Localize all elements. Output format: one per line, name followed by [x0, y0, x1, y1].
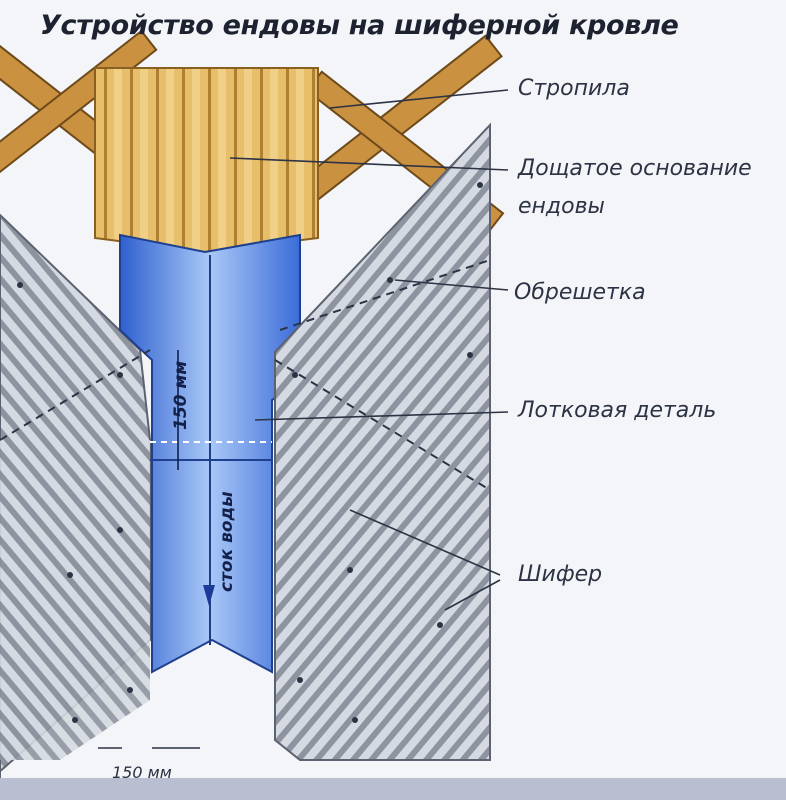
- dim-vertical-text: 150 мм: [171, 361, 191, 430]
- dimension-vertical: 150 мм: [171, 350, 191, 470]
- label-board-base-line1: Дощатое основание: [518, 156, 752, 181]
- flow-text: сток воды: [217, 491, 237, 592]
- leader-slate-2: [444, 579, 501, 611]
- leader-lines: [229, 89, 509, 611]
- rafter-left-b: [0, 29, 158, 175]
- leader-battens: [394, 279, 509, 291]
- water-flow: сток воды: [203, 491, 237, 606]
- leader-slate-1: [349, 509, 501, 576]
- batten-line-3: [279, 259, 491, 331]
- dimension-bottom: 150 мм: [98, 747, 200, 782]
- batten-lines: [0, 259, 491, 491]
- dim-bottom-text: 150 мм: [112, 763, 172, 782]
- flow-arrow-icon: [203, 585, 215, 606]
- leader-rafters: [329, 89, 509, 109]
- nail-dots: [17, 182, 483, 723]
- batten-line-1: [0, 349, 151, 441]
- leader-gutter: [254, 411, 509, 421]
- bottom-strip: [0, 778, 786, 800]
- label-board-base-line2: ендовы: [518, 194, 605, 219]
- leader-board-base: [229, 157, 509, 171]
- label-rafters: Стропила: [518, 76, 630, 101]
- label-gutter: Лотковая деталь: [518, 398, 717, 423]
- slate-left-lower: [0, 440, 150, 760]
- label-battens: Обрешетка: [514, 280, 646, 305]
- label-slate: Шифер: [518, 562, 603, 587]
- diagram-title: Устройство ендовы на шиферной кровле: [40, 10, 679, 41]
